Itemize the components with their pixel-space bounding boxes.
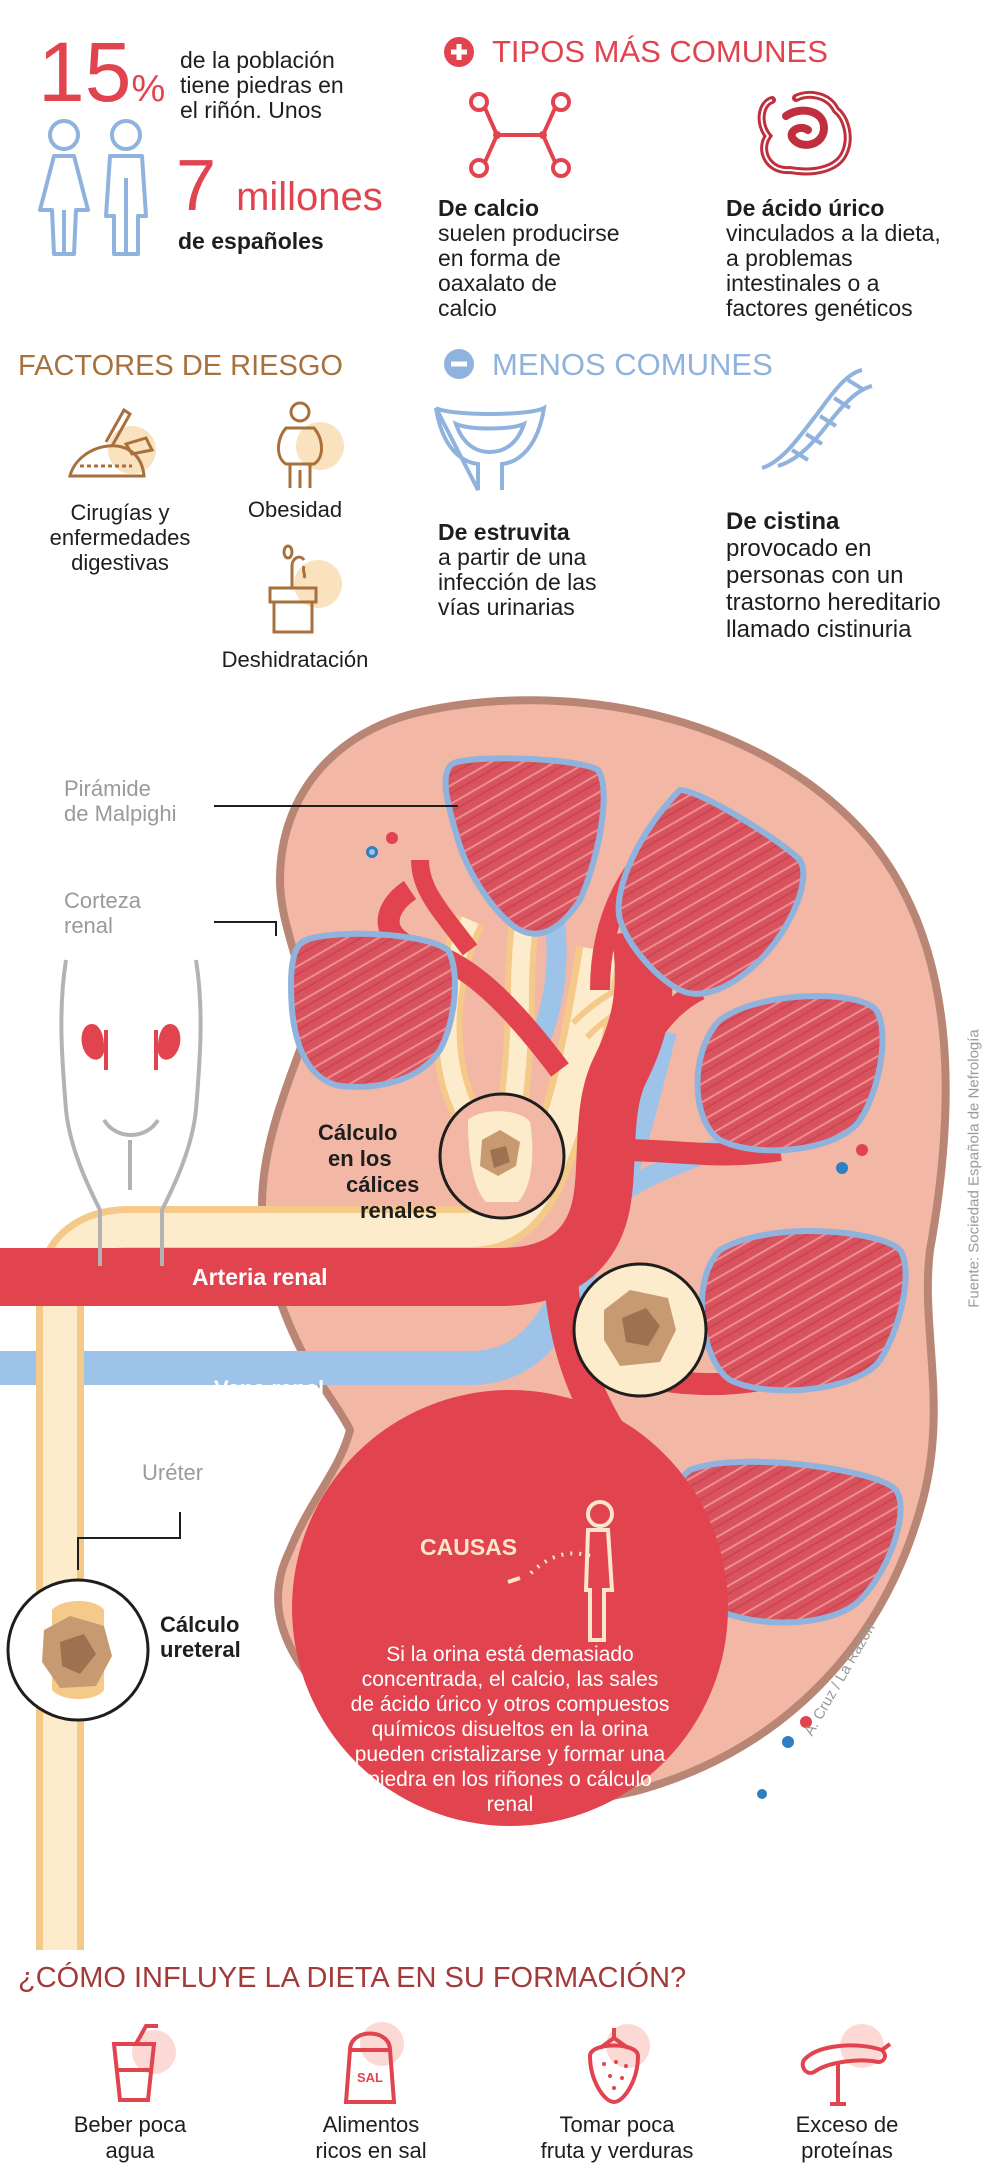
dehydration-label: Deshidratación xyxy=(221,647,369,672)
source-text: Fuente: Sociedad Española de Nefrología xyxy=(965,1029,983,1308)
dehydration-icon xyxy=(268,544,342,634)
diet-water-label: Beber poca agua xyxy=(73,2112,187,2163)
ureter-stone-magnifier xyxy=(6,1578,150,1722)
bladder-icon xyxy=(434,404,547,491)
surgery-icon xyxy=(68,407,156,478)
percent-description: de la población tiene piedras en el riñó… xyxy=(180,47,344,123)
less-common-title: MENOS COMUNES xyxy=(492,347,773,382)
svg-text:SAL: SAL xyxy=(357,2070,383,2085)
artery-label: Arteria renal xyxy=(192,1264,328,1290)
kidney-diagram xyxy=(0,696,950,1950)
millions-stat: 7 millones xyxy=(176,150,383,233)
pyramid-label: Pirámide de Malpighi xyxy=(64,776,177,826)
common-types-title: TIPOS MÁS COMUNES xyxy=(492,34,828,69)
sausage-icon xyxy=(800,2024,892,2106)
plus-icon xyxy=(444,37,474,67)
calyx-stone-magnifier xyxy=(438,1092,566,1220)
intestine-icon xyxy=(757,90,852,176)
diet-title: ¿CÓMO INFLUYE LA DIETA EN SU FORMACIÓN? xyxy=(18,1962,687,1994)
cystine-type: De cistina provocado en personas con un … xyxy=(726,508,941,643)
dna-icon xyxy=(761,368,873,470)
millions-description: de españoles xyxy=(178,228,324,254)
obesity-label: Obesidad xyxy=(247,497,343,522)
calyx-stone-label: Cálculo en los cálices renales xyxy=(318,1120,438,1223)
cortex-label: Corteza renal xyxy=(64,888,142,938)
causes-circle xyxy=(292,1390,728,1826)
causes-text: Si la orina está demasiado concentrada, … xyxy=(350,1643,670,1816)
percent-value: 15 xyxy=(38,25,132,119)
molecule-icon xyxy=(469,92,571,178)
vein-label: Vena renal xyxy=(214,1376,325,1401)
percent-stat: 15% xyxy=(38,30,165,131)
body-icon xyxy=(59,959,203,1266)
millions-value: 7 xyxy=(176,146,217,226)
uric-acid-type: De ácido úrico vinculados a la dieta, a … xyxy=(726,195,941,321)
pelvis-stone-magnifier xyxy=(572,1262,708,1398)
diet-fruit-label: Tomar poca fruta y verduras xyxy=(540,2112,694,2163)
drink-icon xyxy=(111,2024,176,2102)
people-icon xyxy=(38,119,148,256)
struvite-type: De estruvita a partir de una infección d… xyxy=(438,519,597,620)
calcium-type: De calcio suelen producirse en forma de … xyxy=(438,195,620,321)
percent-sign: % xyxy=(131,68,166,110)
strawberry-icon xyxy=(587,2024,650,2105)
ureteral-stone-label: Cálculo ureteral xyxy=(160,1612,241,1662)
salt-shaker-icon: SAL xyxy=(343,2022,404,2104)
surgery-label: Cirugías y enfermedades digestivas xyxy=(49,500,191,575)
body-kidneys-icon xyxy=(81,1024,181,1070)
urinating-person-icon xyxy=(507,1500,615,1642)
millions-word: millones xyxy=(236,175,383,219)
diet-protein-label: Exceso de proteínas xyxy=(795,2112,899,2163)
diet-salt-label: Alimentos ricos en sal xyxy=(315,2112,427,2163)
minus-icon xyxy=(444,349,474,379)
obesity-icon xyxy=(277,401,344,488)
risk-factors-title: FACTORES DE RIESGO xyxy=(18,350,343,382)
ureter-label: Uréter xyxy=(142,1460,204,1485)
causes-title: CAUSAS xyxy=(420,1534,518,1560)
